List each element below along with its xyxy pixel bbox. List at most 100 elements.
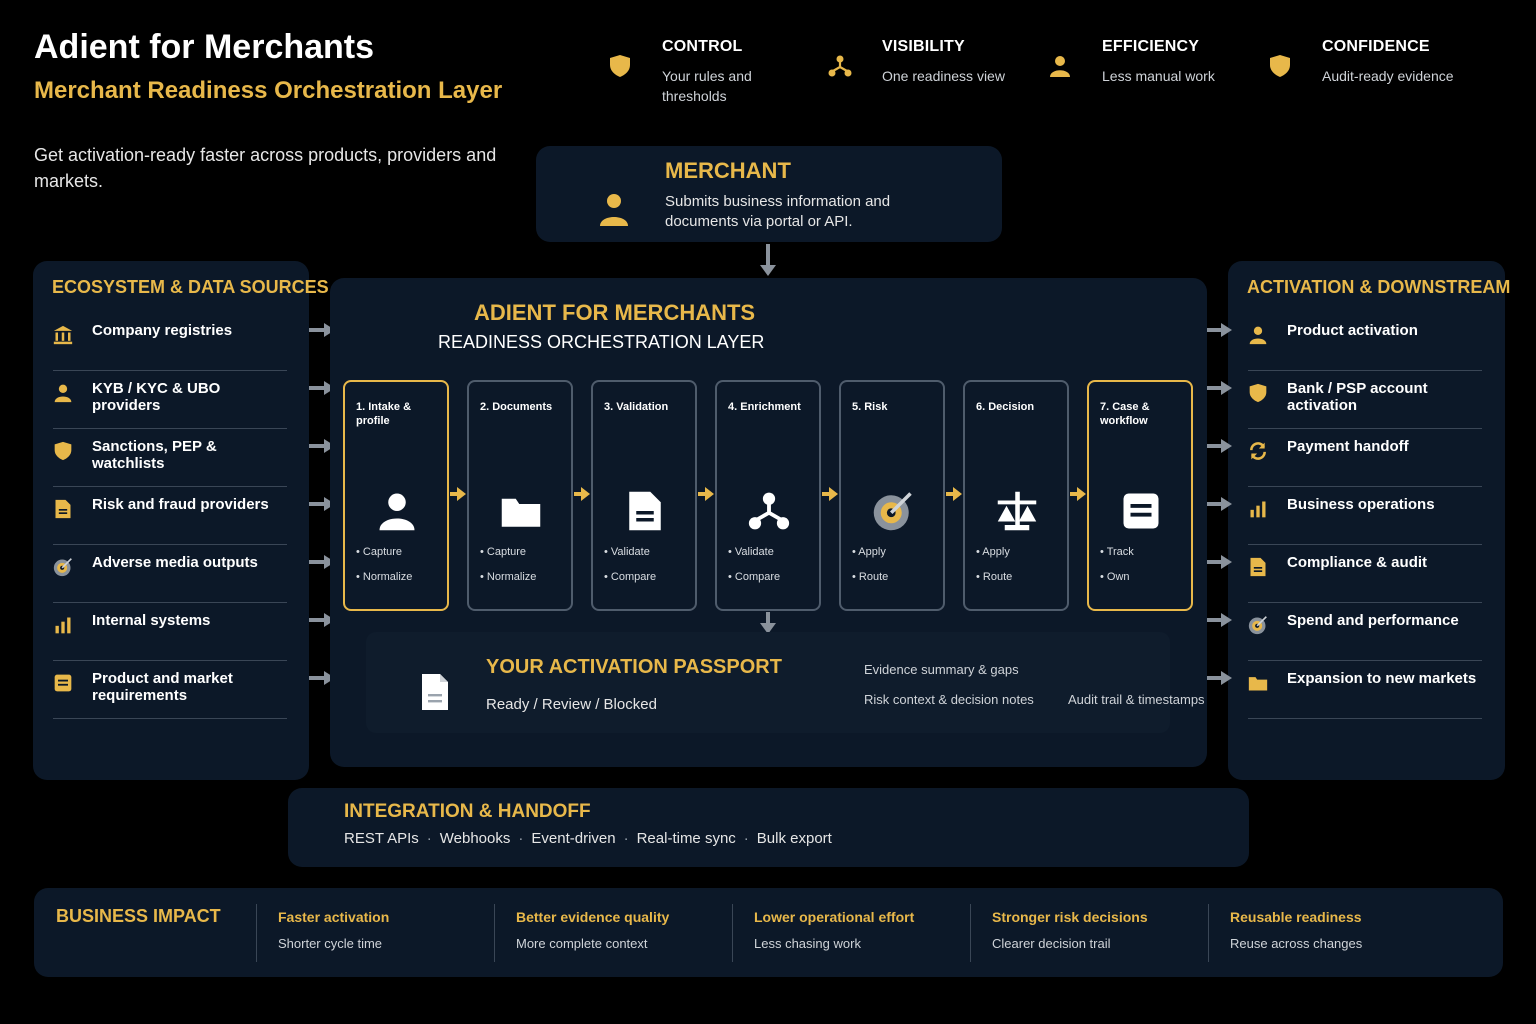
core-title: ADIENT FOR MERCHANTS (474, 300, 756, 325)
ecosystem-item-label: Risk and fraud providers (92, 496, 269, 513)
core-panel: ADIENT FOR MERCHANTS READINESS ORCHESTRA… (330, 278, 1207, 767)
right-arrow-icon (309, 497, 335, 511)
separator-dot: · (426, 830, 432, 847)
impact-item-title: Better evidence quality (516, 909, 670, 925)
merchant-title: MERCHANT (665, 158, 791, 183)
activation-item-label: Bank / PSP account activation (1287, 380, 1428, 414)
activation-item: Bank / PSP account activation (1248, 371, 1482, 429)
step-label: 7. Case & workflow (1100, 401, 1150, 427)
impact-item: Better evidence quality More complete co… (494, 904, 669, 962)
step-arrow-icon (574, 487, 590, 501)
bar-chart-icon (1248, 499, 1268, 519)
step-bullet: • Route (852, 571, 889, 583)
integration-panel: INTEGRATION & HANDOFF REST APIs·Webhooks… (288, 788, 1249, 867)
integration-item: Real-time sync (636, 830, 736, 847)
list-icon (53, 673, 73, 693)
ecosystem-item: Sanctions, PEP & watchlists (53, 429, 287, 487)
refresh-icon (1248, 441, 1268, 461)
passport-item: Evidence summary & gaps (864, 662, 1019, 677)
ecosystem-panel: ECOSYSTEM & DATA SOURCES Company registr… (33, 261, 329, 780)
bank-icon (53, 325, 73, 345)
document-icon (420, 672, 450, 712)
scale-icon (996, 490, 1038, 532)
right-arrow-icon (1206, 323, 1232, 337)
step-bullet: • Own (1100, 571, 1130, 583)
ecosystem-item-label: Company registries (92, 322, 233, 339)
list-icon (1120, 490, 1162, 532)
passport-title: YOUR ACTIVATION PASSPORT (486, 656, 782, 678)
target-icon (53, 557, 73, 577)
activation-item-label: Compliance & audit (1287, 554, 1428, 571)
passport-status: Ready / Review / Blocked (486, 696, 657, 713)
impact-item-description: Reuse across changes (1230, 936, 1363, 951)
tagline: Get activation-ready faster across produ… (34, 145, 497, 191)
step-arrow-icon (946, 487, 962, 501)
business-impact-panel: BUSINESS IMPACT Faster activation Shorte… (34, 888, 1503, 977)
step-bullet: • Track (1100, 546, 1134, 558)
right-arrow-icon (1206, 671, 1232, 685)
step-label: 1. Intake & profile (356, 401, 412, 427)
folder-icon (500, 490, 542, 532)
separator-dot: · (518, 830, 524, 847)
pillar-confidence: CONFIDENCE Audit-ready evidence (1268, 36, 1478, 116)
right-arrow-icon (1206, 439, 1232, 453)
step-arrow-icon (822, 487, 838, 501)
pillar-control: CONTROL Your rules and thresholds (608, 36, 818, 116)
ecosystem-item-label: Product and market requirements (92, 670, 233, 704)
pillar-title: VISIBILITY (882, 38, 965, 55)
right-arrow-icon (309, 323, 335, 337)
person-icon (53, 383, 73, 403)
person-icon (1048, 54, 1074, 80)
merchant-panel: MERCHANT Submits business information an… (536, 146, 1002, 242)
step-label: 3. Validation (604, 401, 669, 413)
activation-item: Business operations (1248, 487, 1482, 545)
activation-item: Spend and performance (1248, 603, 1482, 661)
right-arrow-icon (1206, 555, 1232, 569)
step-bullet: • Normalize (356, 571, 413, 583)
ecosystem-title: ECOSYSTEM & DATA SOURCES (52, 277, 329, 297)
activation-item-label: Expansion to new markets (1287, 670, 1477, 687)
impact-item-title: Reusable readiness (1230, 909, 1362, 925)
pillar-description: Less manual work (1102, 68, 1215, 84)
ecosystem-item: Risk and fraud providers (53, 487, 287, 545)
impact-item-title: Faster activation (278, 909, 390, 925)
ecosystem-item: Company registries (53, 313, 287, 371)
step-bullet: • Capture (480, 546, 527, 558)
separator-dot: · (743, 830, 749, 847)
impact-item-description: Less chasing work (754, 936, 861, 951)
network-icon (828, 54, 854, 80)
person-icon (376, 490, 418, 532)
integration-item: Event-driven (531, 830, 616, 847)
pillar-description: One readiness view (882, 68, 1005, 84)
step-card: 1. Intake & profile • Capture • Normaliz… (343, 380, 449, 611)
step-card: 6. Decision • Apply • Route (963, 380, 1069, 611)
pillar-title: EFFICIENCY (1102, 38, 1200, 55)
impact-item-description: Clearer decision trail (992, 936, 1111, 951)
integration-title: INTEGRATION & HANDOFF (344, 801, 591, 822)
network-icon (748, 490, 790, 532)
right-arrow-icon (309, 439, 335, 453)
person-icon (1248, 325, 1268, 345)
document-icon (1248, 557, 1268, 577)
step-arrow-icon (450, 487, 466, 501)
integration-item: Bulk export (756, 830, 832, 847)
page-title: Adient for Merchants (34, 28, 375, 66)
document-icon (53, 499, 73, 519)
ecosystem-item: Product and market requirements (53, 661, 287, 719)
activation-item-label: Spend and performance (1287, 612, 1459, 629)
step-label: 4. Enrichment (728, 401, 801, 413)
impact-item: Lower operational effort Less chasing wo… (732, 904, 914, 962)
integration-item: Webhooks (439, 830, 511, 847)
target-icon (872, 490, 914, 532)
core-subtitle: READINESS ORCHESTRATION LAYER (438, 332, 765, 352)
merchant-description: Submits business information and documen… (665, 193, 891, 230)
pillar-title: CONFIDENCE (1322, 38, 1430, 55)
down-arrow-icon (760, 244, 776, 276)
step-arrow-icon (698, 487, 714, 501)
activation-title: ACTIVATION & DOWNSTREAM (1247, 277, 1511, 297)
step-label: 5. Risk (852, 401, 888, 413)
activation-item: Compliance & audit (1248, 545, 1482, 603)
impact-item-description: More complete context (516, 936, 648, 951)
step-bullet: • Compare (604, 571, 657, 583)
activation-item: Payment handoff (1248, 429, 1482, 487)
